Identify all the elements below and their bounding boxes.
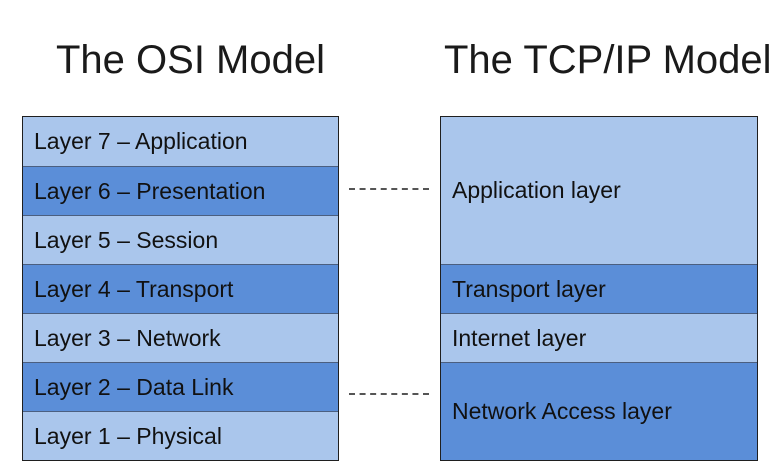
osi-layer-5: Layer 5 – Session [23,215,338,264]
osi-layer-7: Layer 7 – Application [23,117,338,166]
osi-layer-3: Layer 3 – Network [23,313,338,362]
osi-model-title: The OSI Model [56,38,326,82]
osi-layer-1: Layer 1 – Physical [23,411,338,460]
lower-mapping-connector [349,393,429,395]
osi-layer-6: Layer 6 – Presentation [23,166,338,215]
tcpip-model-title: The TCP/IP Model [444,38,772,82]
osi-layer-2: Layer 2 – Data Link [23,362,338,411]
osi-layer-4: Layer 4 – Transport [23,264,338,313]
tcpip-layer-stack: Application layer Transport layer Intern… [440,116,758,461]
osi-layer-stack: Layer 7 – Application Layer 6 – Presenta… [22,116,339,461]
tcpip-internet-layer: Internet layer [441,313,757,362]
tcpip-application-layer: Application layer [441,117,757,264]
upper-mapping-connector [349,188,429,190]
tcpip-transport-layer: Transport layer [441,264,757,313]
tcpip-network-access-layer: Network Access layer [441,362,757,460]
